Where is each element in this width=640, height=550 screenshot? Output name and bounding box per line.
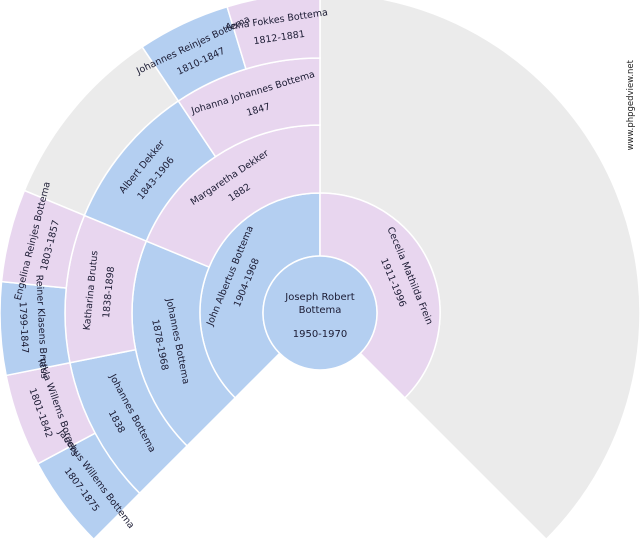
root-name-line1: Joseph Robert [284, 292, 355, 303]
root-name-line2: Bottema [299, 305, 342, 316]
ancestor-years: 1838-1898 [101, 266, 117, 319]
ancestor-sector-g3-4[interactable] [0, 189, 86, 289]
site-watermark: www.phpgedview.net [626, 60, 636, 151]
ancestor-sectors [0, 0, 441, 541]
root-years: 1950-1970 [293, 329, 348, 340]
root-person[interactable]: Joseph Robert Bottema 1950-1970 [262, 255, 378, 371]
ancestor-years: 1799-1847 [17, 301, 31, 353]
ancestor-name: Reiner Klasens Brutus [33, 274, 49, 379]
ancestor-sector-g3-8[interactable] [226, 0, 321, 70]
root-circle[interactable] [262, 255, 378, 371]
